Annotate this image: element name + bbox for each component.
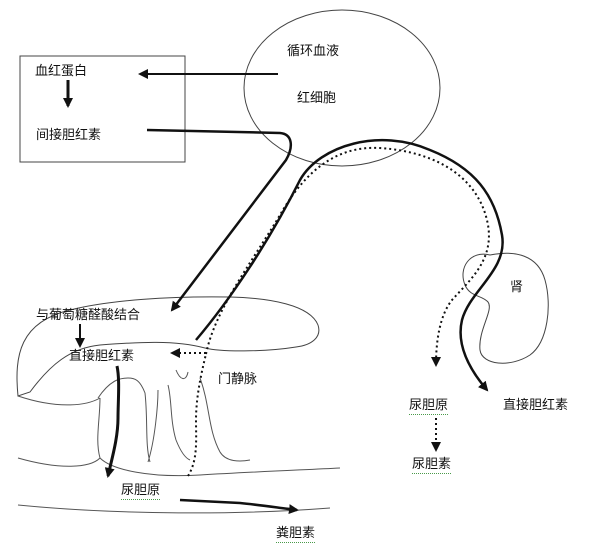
hemoglobin-label: 血红蛋白	[35, 64, 88, 79]
portal-vein-label: 门静脉	[218, 372, 258, 387]
liver-to-kidney-direct-bilirubin-path	[195, 138, 504, 392]
urobilinogen-to-stercobilin-arrow	[179, 498, 299, 515]
direct-bilirubin-urine-label: 直接胆红素	[503, 398, 569, 413]
kidney-outline	[462, 252, 549, 364]
kidney-label: 肾	[510, 280, 524, 295]
urobilinogen-to-kidney-dotted-path	[205, 146, 490, 367]
liver-outline	[16, 296, 320, 397]
direct-bilirubin-liver-label: 直接胆红素	[69, 349, 135, 364]
red-blood-cell-label: 红细胞	[297, 91, 337, 106]
intestine-outline	[17, 369, 341, 514]
urobilin-label: 尿胆素	[412, 457, 452, 474]
enterohepatic-portal-dotted-path	[187, 353, 207, 477]
urobilinogen-urine-label: 尿胆原	[409, 398, 449, 415]
circulation-blood-circle	[243, 9, 441, 167]
direct-to-intestine-arrow	[104, 365, 121, 478]
circulation-blood-label: 循环血液	[287, 44, 340, 59]
indirect-bilirubin-label: 间接胆红素	[36, 128, 102, 143]
indirect-to-liver-arrow	[146, 128, 293, 312]
conjugation-label: 与葡萄糖醛酸结合	[36, 308, 141, 323]
rbc-breakdown-box	[19, 55, 186, 163]
urobilinogen-intestine-label: 尿胆原	[121, 483, 161, 500]
stercobilin-label: 粪胆素	[276, 526, 316, 543]
